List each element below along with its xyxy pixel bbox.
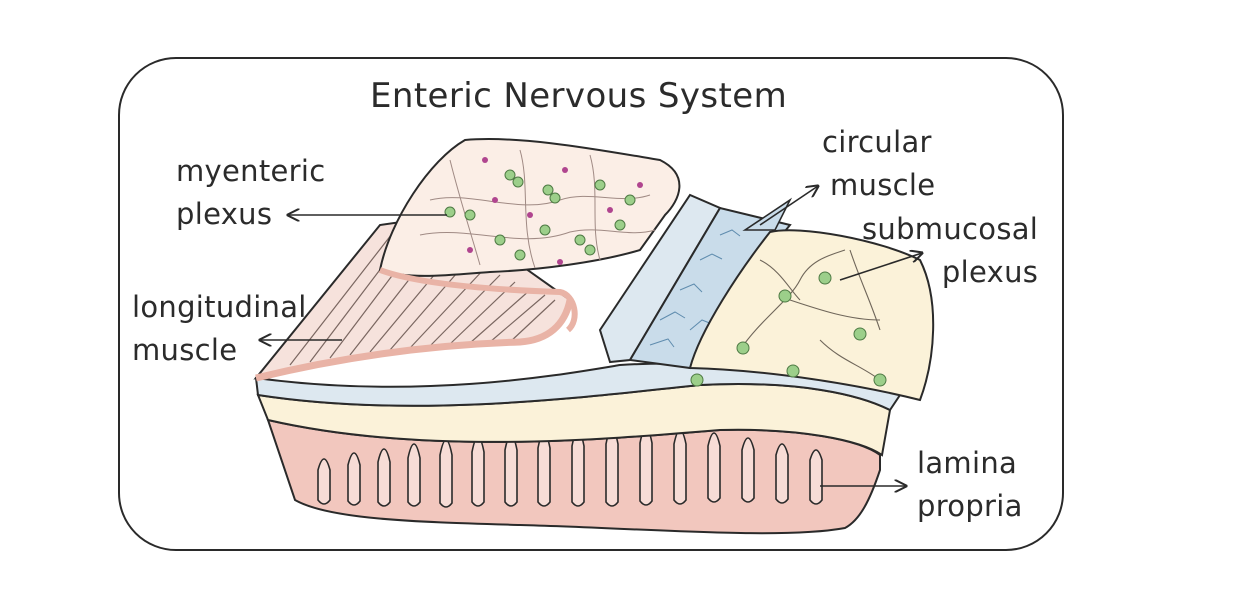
diagram-frame	[118, 57, 1064, 551]
submucosal-plexus-layer	[688, 229, 935, 402]
arrow-circular-muscle	[759, 186, 818, 226]
label-lamina-propria: lamina propria	[917, 442, 1023, 528]
label-longitudinal-muscle: longitudinal muscle	[132, 286, 307, 372]
arrow-submucosal-plexus	[839, 253, 922, 281]
label-arrows	[260, 186, 922, 486]
myenteric-plexus-layer	[378, 138, 681, 333]
diagram-title: Enteric Nervous System	[370, 76, 788, 116]
label-line: submucosal	[862, 212, 1039, 246]
lamina-propria-layer	[266, 418, 881, 535]
label-line: propria	[917, 489, 1023, 523]
label-myenteric-plexus: myenteric plexus	[176, 150, 325, 236]
label-line: plexus	[941, 255, 1039, 289]
label-line: myenteric	[176, 154, 326, 188]
label-line: muscle	[830, 168, 936, 202]
circular-muscle-layer	[598, 193, 793, 370]
label-submucosal-plexus: submucosal plexus	[862, 208, 1038, 294]
label-line: plexus	[176, 197, 273, 231]
label-circular-muscle: circular muscle	[822, 121, 935, 207]
label-line: longitudinal	[132, 290, 307, 324]
villi	[317, 427, 823, 508]
label-line: muscle	[132, 333, 238, 367]
circular-muscle-band	[254, 362, 902, 412]
label-line: circular	[822, 125, 932, 159]
label-line: lamina	[917, 446, 1018, 480]
